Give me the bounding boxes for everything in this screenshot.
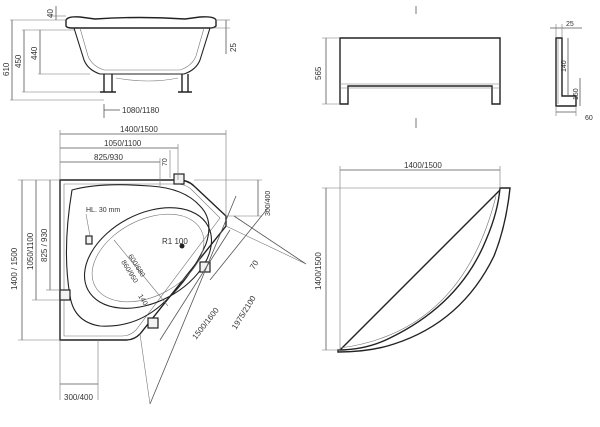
dim-side-610: 610 <box>2 62 11 76</box>
dim-profile-140: 140 <box>561 60 568 72</box>
label-hl: HL. 30 mm <box>86 207 120 214</box>
dim-bottom-left: 300/400 <box>64 393 93 402</box>
dim-left-outer: 1400 / 1500 <box>10 247 19 290</box>
dim-top-70: 70 <box>162 158 169 166</box>
dim-profile-60: 60 <box>585 115 593 122</box>
dim-top-mid: 1050/1100 <box>104 139 142 148</box>
dim-right-side: 300/400 <box>265 191 272 216</box>
dim-top-outer: 1400/1500 <box>120 125 158 134</box>
dim-top-inner: 825/930 <box>94 153 123 162</box>
panel-profile-view: 25 140 150 60 <box>550 21 593 122</box>
dim-side-450: 450 <box>14 54 23 68</box>
dim-left-mid: 1050/1100 <box>26 232 35 270</box>
side-view: 610 450 440 40 25 1080/1180 <box>2 6 238 118</box>
dim-side-440: 440 <box>30 46 39 60</box>
dim-side-40: 40 <box>46 9 55 18</box>
dim-diagonal-mid: 1500/1600 <box>190 305 221 341</box>
dim-side-width: 1080/1180 <box>122 106 160 115</box>
dim-panel-plan-height: 1400/1500 <box>314 252 323 290</box>
dim-profile-25: 25 <box>566 21 574 28</box>
dim-left-inner: 825 / 930 <box>40 228 49 262</box>
panel-front-view: 565 <box>314 6 501 128</box>
dim-profile-150: 150 <box>573 88 580 100</box>
dim-panel-565: 565 <box>314 66 323 80</box>
panel-plan-view: 1400/1500 1400/1500 <box>314 161 511 353</box>
tub-top-view: HL. 30 mm R1 100 600/680 860/950 140 140… <box>10 125 307 405</box>
dim-diagonal-70: 70 <box>248 258 261 271</box>
dim-diagonal-long: 1975/2100 <box>230 294 258 331</box>
dim-panel-plan-width: 1400/1500 <box>404 161 442 170</box>
dim-side-25: 25 <box>229 43 238 52</box>
dim-140: 140 <box>136 293 148 307</box>
label-radius: R1 100 <box>162 237 188 246</box>
